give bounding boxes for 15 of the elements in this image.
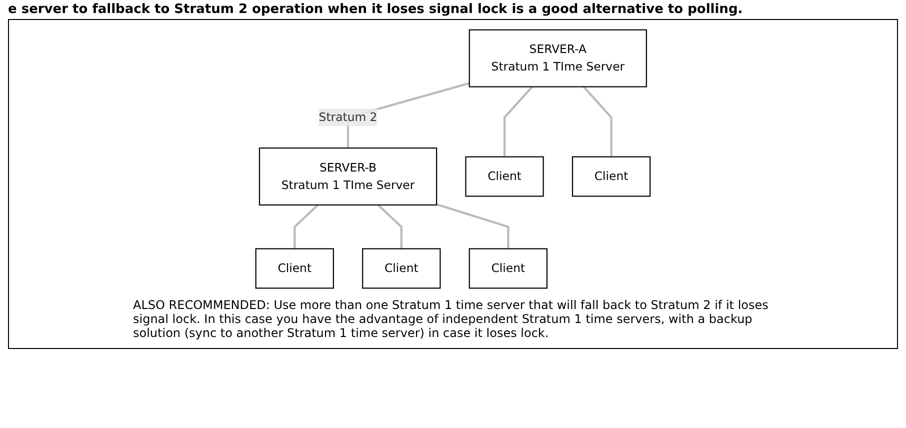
node-box: Client: [255, 248, 334, 289]
connector: [377, 204, 403, 249]
node-box: Client: [465, 156, 544, 197]
node-box: Client: [468, 248, 548, 289]
node-box: SERVER-B Stratum 1 TIme Server: [258, 148, 438, 206]
connector: [436, 203, 510, 249]
edge-label: Stratum 2: [318, 110, 378, 124]
node-box: Client: [362, 248, 441, 289]
node-box: SERVER-A Stratum 1 TIme Server: [468, 29, 648, 88]
node-box: Client: [572, 156, 651, 197]
connector: [294, 204, 319, 249]
heading-text: e server to fallback to Stratum 2 operation when it loses signal lock is a good alternative to polling.: [8, 2, 743, 17]
connector: [503, 86, 534, 157]
note-text: ALSO RECOMMENDED: Use more than one Stratum 1 time server that will fall back to Stratum 2 if it loses signal lock. In this case you have the advantage of independent Stratum 1 time servers, with a backup solution (sync to another Stratum 1 time server) in case it loses lock.: [133, 298, 770, 340]
connector: [582, 86, 612, 157]
